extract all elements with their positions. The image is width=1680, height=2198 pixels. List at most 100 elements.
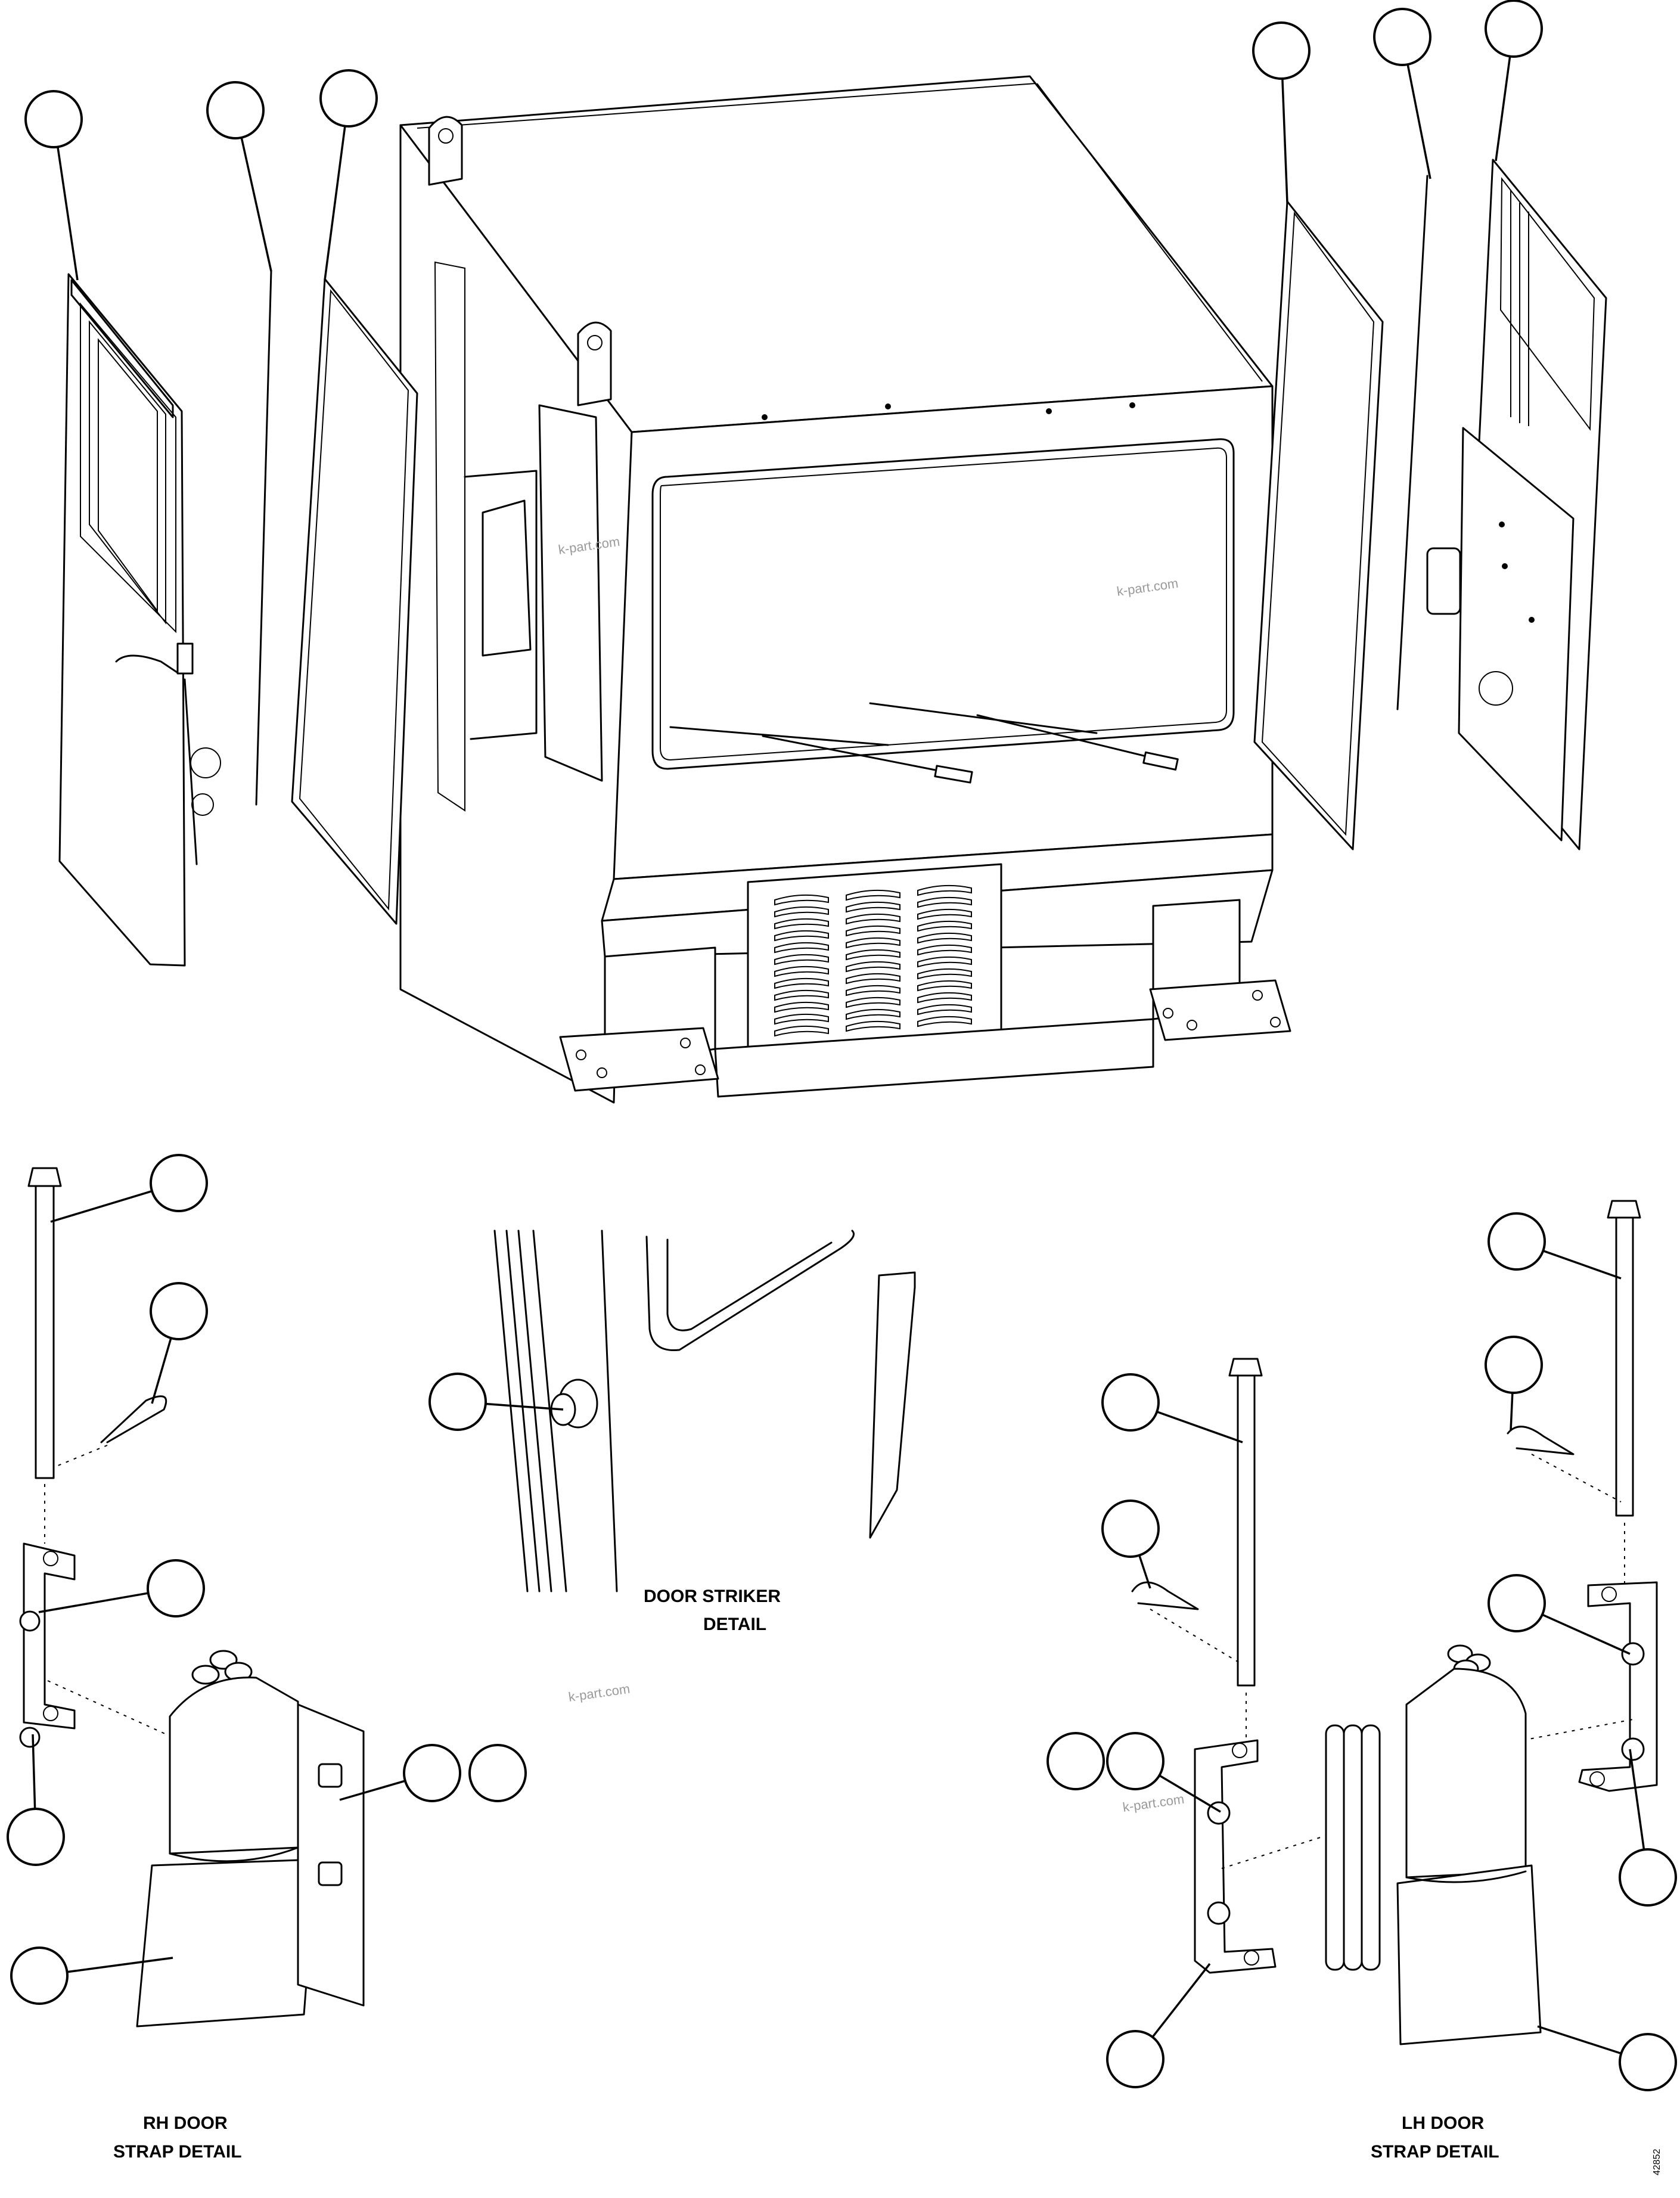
rh-door-panel (58, 273, 221, 967)
lh-strap-label-line2: STRAP DETAIL (1371, 2142, 1499, 2162)
callout-bubble (428, 1373, 487, 1431)
louver-slot (917, 944, 972, 956)
louver-slot (774, 1025, 829, 1037)
wiper-left (669, 726, 973, 784)
callout-leader (1495, 56, 1511, 162)
rh-strap-label-line2: STRAP DETAIL (113, 2142, 242, 2162)
callout-leader (1629, 1749, 1645, 1850)
louver-slot (917, 968, 972, 980)
callout-bubble (1373, 8, 1431, 66)
door-striker-label-line1: DOOR STRIKER (644, 1587, 781, 1606)
louver-slot (846, 889, 900, 901)
lh-strap-label-line1: LH DOOR (1402, 2113, 1485, 2133)
callout-leader (1159, 1774, 1221, 1813)
callout-leader (1138, 1555, 1151, 1589)
louver-slot (774, 954, 829, 965)
lh-strap-detail (1131, 1200, 1658, 2045)
watermark: k-part.com (1122, 1792, 1185, 1815)
louver-slot (774, 977, 829, 989)
callout-leader (57, 147, 79, 281)
callout-leader (1542, 1613, 1631, 1655)
cab-assembly (399, 75, 1291, 1104)
callout-bubble (1619, 1848, 1677, 1907)
figure-number: 42852 (1652, 2149, 1662, 2175)
callout-bubble (1488, 1574, 1546, 1632)
base-foot-right (1149, 979, 1291, 1041)
rh-strap-label-line1: RH DOOR (143, 2113, 228, 2133)
louver-slot (774, 942, 829, 954)
callout-bubbles (7, 0, 1677, 2091)
callout-bubble (24, 90, 83, 148)
weatherstrip-right (1396, 175, 1429, 710)
callout-bubble (319, 69, 378, 128)
lifting-eye-rear (428, 116, 463, 186)
callout-bubble (1046, 1732, 1105, 1790)
louver-slot (917, 992, 972, 1004)
callout-leader (339, 1780, 406, 1801)
callout-bubble (1488, 1212, 1546, 1271)
callout-leader (1542, 1250, 1622, 1280)
louver-slot (846, 925, 900, 937)
callout-bubble (1485, 1336, 1543, 1394)
callout-bubble (206, 81, 265, 139)
callout-bubble (7, 1808, 65, 1866)
lh-window-glass (1253, 200, 1384, 850)
louver-slot (846, 949, 900, 961)
louver-slot (774, 930, 829, 942)
door-handle-latch (115, 642, 221, 865)
base-foot-left (559, 1027, 719, 1092)
callout-bubble (1106, 2030, 1164, 2088)
louver-slot (917, 956, 972, 968)
louver-slot (846, 937, 900, 949)
louver-slot (846, 973, 900, 985)
louver-slot (917, 896, 972, 908)
louver-slot (846, 901, 900, 913)
louver-slot (917, 920, 972, 932)
callout-bubble (468, 1744, 527, 1802)
louver-slot (846, 996, 900, 1008)
callout-bubble (150, 1282, 208, 1340)
louver-slot (774, 894, 829, 906)
louver-slot (846, 985, 900, 996)
louver-slot (774, 1001, 829, 1013)
callout-leader (1537, 2025, 1622, 2055)
callout-leader (1156, 1411, 1243, 1443)
louver-slot (846, 1020, 900, 1032)
door-striker-detail (493, 1230, 916, 1592)
louver-slot (917, 1016, 972, 1027)
callout-leader (1406, 64, 1431, 179)
louver-slot (774, 1013, 829, 1025)
callout-leader (324, 126, 346, 281)
watermark: k-part.com (567, 1681, 631, 1705)
callout-leader (485, 1402, 564, 1411)
louver-slot (917, 932, 972, 944)
louver-slot (917, 908, 972, 920)
callout-bubble (1101, 1500, 1160, 1558)
weatherstrip-left (255, 270, 272, 806)
callout-bubble (150, 1154, 208, 1212)
callout-leader (38, 1592, 148, 1613)
rh-strap-detail (19, 1167, 365, 2028)
callout-leader (1510, 1392, 1514, 1431)
callout-leader (151, 1337, 172, 1404)
rh-window-glass (291, 278, 418, 925)
callout-bubble (1101, 1373, 1160, 1432)
callout-bubble (1619, 2033, 1677, 2091)
louver-slot (917, 980, 972, 992)
louver-slot (774, 989, 829, 1001)
callout-leader (240, 137, 272, 272)
louver-slot (846, 1008, 900, 1020)
callout-leader (32, 1734, 36, 1809)
louver-slot (917, 884, 972, 896)
callout-bubble (1106, 1732, 1164, 1790)
callout-bubble (1485, 0, 1543, 58)
callout-leader (50, 1190, 153, 1223)
louvered-grille (747, 863, 1002, 1053)
lh-door-panel (1426, 159, 1607, 850)
callout-bubble (10, 1946, 69, 2005)
callout-leader (1151, 1963, 1211, 2038)
lifting-eye-front (577, 321, 612, 406)
wiper-right (869, 702, 1179, 771)
callout-bubble (147, 1559, 205, 1618)
